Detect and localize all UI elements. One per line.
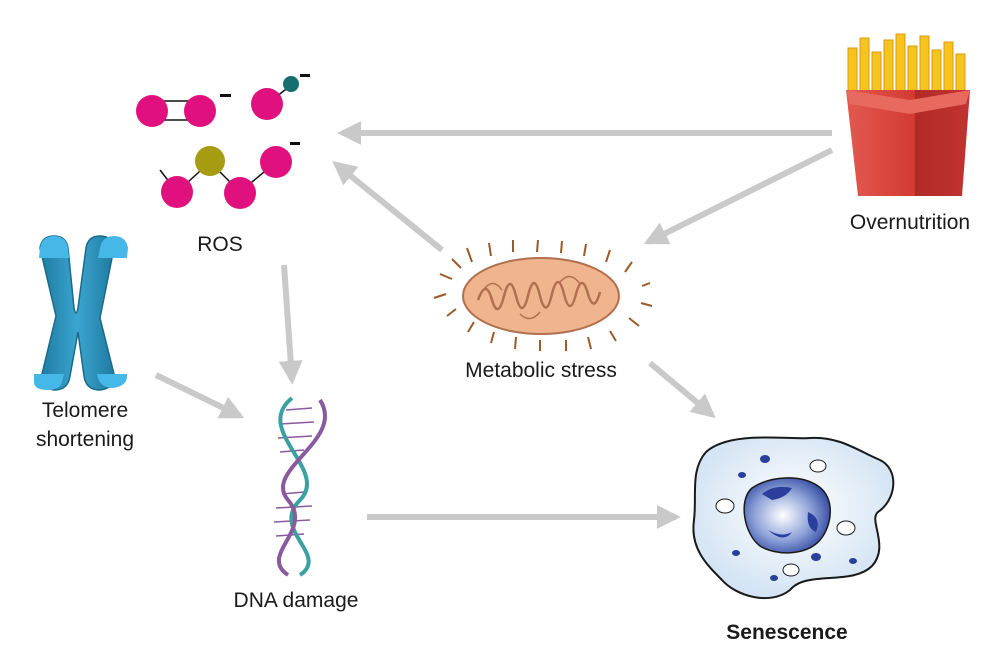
senescent-cell-icon xyxy=(692,436,895,599)
telomere-label-line1: Telomere xyxy=(41,399,129,422)
arrows xyxy=(154,121,834,529)
ros-label: ROS xyxy=(197,233,243,256)
senescence-label: Senescence xyxy=(726,621,848,644)
arrow-telomere-to-dna-damage xyxy=(154,372,245,419)
chromosome-icon xyxy=(34,235,128,391)
metabolic-stress-label: Metabolic stress xyxy=(465,359,617,382)
mitochondria-icon xyxy=(433,239,653,351)
arrow-metabolic-stress-to-ros xyxy=(332,160,444,253)
fries-icon xyxy=(846,33,970,196)
telomere-label-line2: shortening xyxy=(35,428,135,451)
dna-damage-label: DNA damage xyxy=(233,589,359,612)
arrow-ros-to-dna-damage xyxy=(278,264,303,385)
arrow-overnutrition-to-metabolic-stress xyxy=(643,147,834,245)
ros-molecules-icon xyxy=(136,74,310,209)
dna-helix-icon xyxy=(273,396,328,577)
arrow-metabolic-stress-to-senescence xyxy=(648,360,716,419)
telomere-shortening-label: Telomere shortening xyxy=(20,396,150,454)
overnutrition-label: Overnutrition xyxy=(849,211,971,234)
